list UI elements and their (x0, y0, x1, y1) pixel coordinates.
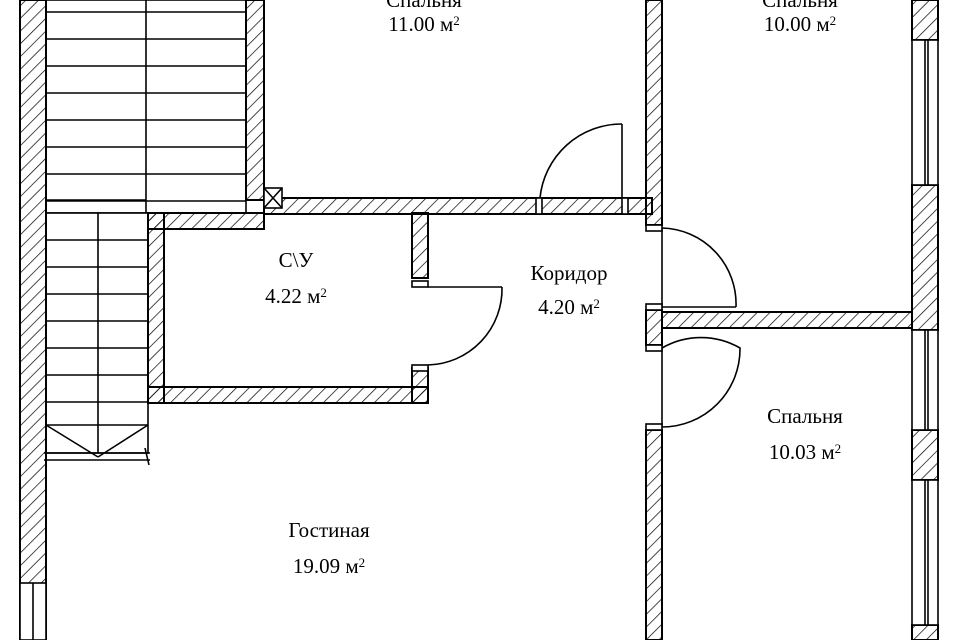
room-label-bathroom: С\У 4.22 м2 (265, 242, 327, 314)
room-area: 4.22 м2 (265, 284, 327, 308)
room-label-corridor: Коридор 4.20 м2 (531, 256, 608, 324)
staircase (44, 0, 247, 466)
wall-stair-right (245, 0, 265, 201)
wall-right-1 (911, 0, 939, 41)
wall-right-2 (911, 184, 939, 331)
room-area: 4.20 м2 (538, 295, 600, 319)
wall-right-bedrooms-divider (661, 311, 913, 329)
wall-right-4 (911, 624, 939, 640)
room-label-living-room: Гостиная 19.09 м2 (288, 512, 369, 584)
wall-right-3 (911, 429, 939, 481)
wall-bathroom-right-upper (411, 212, 429, 279)
wall-bathroom-left (147, 212, 165, 404)
room-area: 19.09 м2 (292, 554, 366, 578)
windows (19, 39, 939, 640)
room-name: Гостиная (288, 518, 370, 542)
door-bedroom-top (535, 123, 629, 215)
room-label-bedroom-top: Спальня 11.00 м2 (386, 0, 462, 36)
room-label-bedroom-top-right: Спальня 10.00 м2 (762, 0, 838, 36)
door-bedroom-right (645, 336, 741, 431)
walls (19, 0, 939, 640)
doors (411, 123, 741, 431)
wall-bathroom-top (147, 212, 265, 230)
wall-bathroom-right-lower (411, 367, 429, 404)
room-name: Спальня (386, 0, 462, 12)
wall-bathroom-bottom (147, 386, 429, 404)
wall-center-upper (645, 0, 663, 226)
room-area: 10.03 м2 (768, 440, 842, 464)
room-name: Спальня (767, 404, 843, 428)
wall-center-middle (645, 309, 663, 346)
room-area: 11.00 м2 (388, 12, 460, 36)
door-bathroom (411, 280, 503, 372)
room-name: Коридор (530, 261, 608, 285)
wall-center-lower (645, 429, 663, 640)
room-name: С\У (278, 248, 314, 272)
wall-left (19, 0, 47, 640)
room-area: 10.00 м2 (763, 12, 837, 36)
door-bedroom-top-right (645, 224, 737, 311)
room-label-bedroom-right: Спальня 10.03 м2 (767, 398, 843, 470)
room-name: Спальня (762, 0, 838, 12)
wall-bedroom-top-lower (263, 197, 653, 215)
